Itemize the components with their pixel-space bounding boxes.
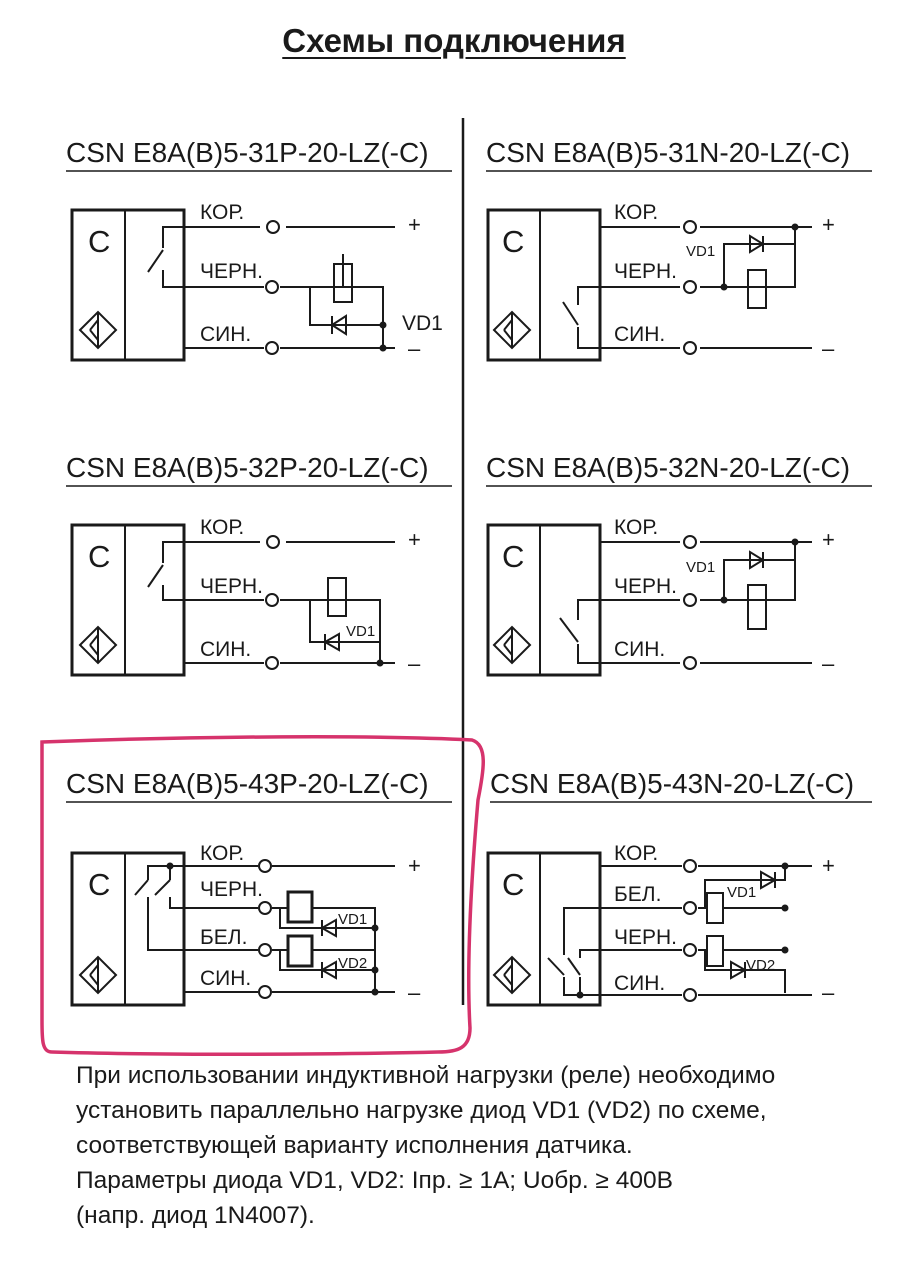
diode-label-vd1: VD1 xyxy=(727,884,756,901)
diode-label-vd1: VD1 xyxy=(338,911,367,928)
page-title: Схемы подключения xyxy=(282,22,626,59)
plus-sign: + xyxy=(822,527,835,552)
sensor-symbol-icon xyxy=(78,310,118,350)
sensor-symbol-icon xyxy=(492,955,532,995)
sensor-box xyxy=(70,851,186,1007)
note-line: (напр. диод 1N4007). xyxy=(76,1202,315,1229)
note-line: При использовании индуктивной нагрузки (… xyxy=(76,1062,776,1089)
wire-label-brown: КОР. xyxy=(200,842,244,865)
plus-sign: + xyxy=(822,212,835,237)
sensor-label: C xyxy=(88,224,110,259)
note-line: соответствующей варианту исполнения датч… xyxy=(76,1132,633,1159)
sensor-box xyxy=(486,851,602,1007)
diagram-43n: CSN E8A(B)5-43N-20-LZ(-C) C КОР. БЕЛ. ЧЕ… xyxy=(486,768,872,1007)
sensor-symbol-icon xyxy=(492,625,532,665)
minus-sign: – xyxy=(822,980,835,1005)
wire-label-brown: КОР. xyxy=(614,516,658,539)
sensor-label: C xyxy=(502,867,524,902)
sensor-box xyxy=(70,208,186,362)
note-line: установить параллельно нагрузке диод VD1… xyxy=(76,1097,767,1124)
wire-label-white: БЕЛ. xyxy=(614,883,661,906)
sensor-symbol-icon xyxy=(78,625,118,665)
wire-label-blue: СИН. xyxy=(614,323,665,346)
minus-sign: – xyxy=(408,651,421,676)
plus-sign: + xyxy=(408,212,421,237)
model-title: CSN E8A(B)5-32P-20-LZ(-C) xyxy=(66,452,429,483)
diode-label-vd2: VD2 xyxy=(338,955,367,972)
diode-label-vd1: VD1 xyxy=(686,559,715,576)
installation-note: При использовании индуктивной нагрузки (… xyxy=(76,1058,775,1233)
note-line: Параметры диода VD1, VD2: Iпр. ≥ 1А; Uоб… xyxy=(76,1167,673,1194)
wire-label-black: ЧЕРН. xyxy=(614,260,677,283)
wire-label-brown: КОР. xyxy=(614,201,658,224)
highlight-frame xyxy=(40,735,485,1056)
model-title: CSN E8A(B)5-31N-20-LZ(-C) xyxy=(486,137,850,168)
diode-label-vd2: VD2 xyxy=(746,957,775,974)
diode-label-vd1: VD1 xyxy=(686,243,715,260)
model-title: CSN E8A(B)5-32N-20-LZ(-C) xyxy=(486,452,850,483)
wire-label-black: ЧЕРН. xyxy=(614,926,677,949)
minus-sign: – xyxy=(408,980,421,1005)
sensor-symbol-icon xyxy=(492,310,532,350)
wire-label-black: ЧЕРН. xyxy=(614,575,677,598)
diode-label-vd1: VD1 xyxy=(402,312,443,335)
diagram-31p: CSN E8A(B)5-31P-20-LZ(-C) C КОР. ЧЕРН. С… xyxy=(66,137,452,362)
model-title: CSN E8A(B)5-31P-20-LZ(-C) xyxy=(66,137,429,168)
model-title: CSN E8A(B)5-43P-20-LZ(-C) xyxy=(66,768,429,799)
diagram-32n: CSN E8A(B)5-32N-20-LZ(-C) C КОР. ЧЕРН. С… xyxy=(486,452,872,677)
wire-label-blue: СИН. xyxy=(200,967,251,990)
sensor-label: C xyxy=(502,224,524,259)
wire-label-brown: КОР. xyxy=(200,516,244,539)
wire-label-brown: КОР. xyxy=(200,201,244,224)
wire-label-blue: СИН. xyxy=(614,638,665,661)
wire-label-brown: КОР. xyxy=(614,842,658,865)
wire-label-black: ЧЕРН. xyxy=(200,878,263,901)
plus-sign: + xyxy=(822,853,835,878)
sensor-symbol-icon xyxy=(78,955,118,995)
wire-label-blue: СИН. xyxy=(200,638,251,661)
sensor-box xyxy=(486,208,602,362)
minus-sign: – xyxy=(822,336,835,361)
diagram-31n: CSN E8A(B)5-31N-20-LZ(-C) C КОР. ЧЕРН. С… xyxy=(486,137,872,362)
sensor-label: C xyxy=(88,539,110,574)
minus-sign: – xyxy=(822,651,835,676)
wire-label-black: ЧЕРН. xyxy=(200,260,263,283)
wire-label-blue: СИН. xyxy=(614,972,665,995)
plus-sign: + xyxy=(408,853,421,878)
plus-sign: + xyxy=(408,527,421,552)
sensor-label: C xyxy=(88,867,110,902)
sensor-label: C xyxy=(502,539,524,574)
minus-sign: – xyxy=(408,336,421,361)
wire-label-black: ЧЕРН. xyxy=(200,575,263,598)
diode-label-vd1: VD1 xyxy=(346,623,375,640)
diagram-32p: CSN E8A(B)5-32P-20-LZ(-C) C КОР. ЧЕРН. С… xyxy=(66,452,452,677)
wire-label-blue: СИН. xyxy=(200,323,251,346)
model-title: CSN E8A(B)5-43N-20-LZ(-C) xyxy=(490,768,854,799)
wire-label-white: БЕЛ. xyxy=(200,926,247,949)
diagram-43p: CSN E8A(B)5-43P-20-LZ(-C) C КОР. ЧЕРН. Б… xyxy=(66,768,452,1007)
